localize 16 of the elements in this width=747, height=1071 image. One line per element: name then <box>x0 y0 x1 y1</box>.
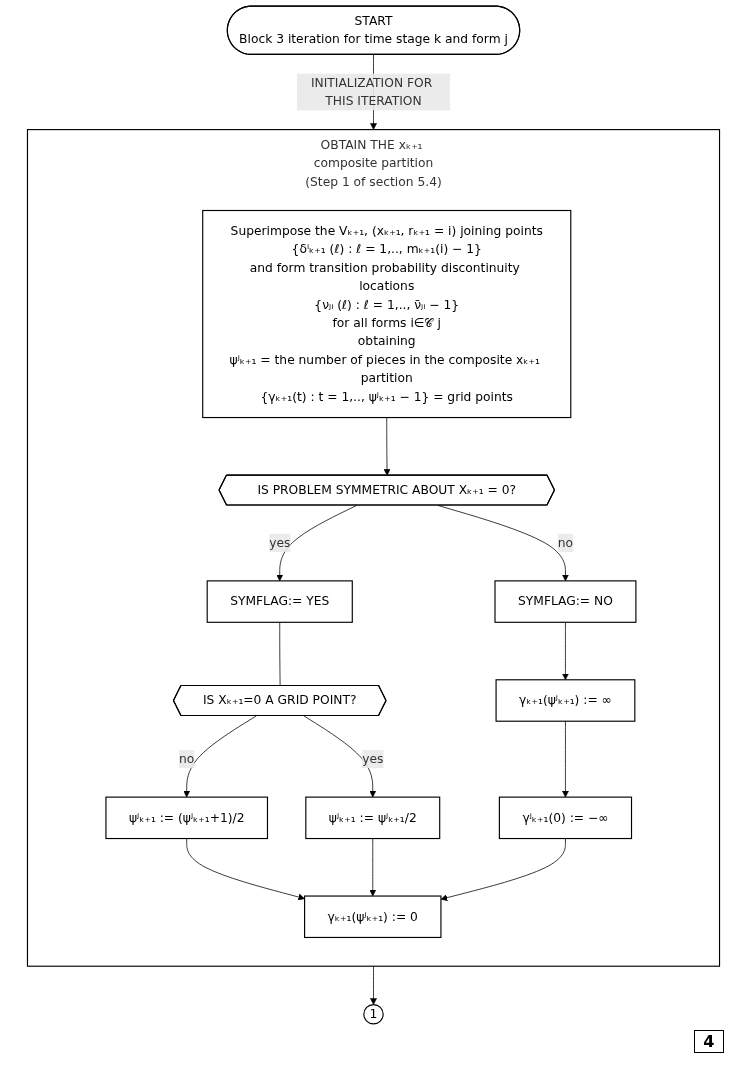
node-box: ψʲₖ₊₁ := (ψʲₖ₊₁+1)/2 <box>105 796 269 840</box>
edge-label: yes <box>269 535 291 550</box>
node-box: Superimpose the Vₖ₊₁, (xₖ₊₁, rₖ₊₁ = i) joining points {δⁱₖ₊₁ (ℓ) : ℓ = 1,.., mₖ₊₁(i) − 1} and form transition probability discontinuity locations {νⱼᵢ (ℓ) : ℓ = 1,.., ν̄ⱼᵢ − 1} for all forms i∈𝒞 j obtaining ψʲₖ₊₁ = the number of pieces in the composite xₖ₊₁ partition {γₖ₊₁(t) : t = 1,.., ψʲₖ₊₁ − 1} = grid points <box>202 209 572 419</box>
edge-label: yes <box>362 751 384 767</box>
edge-label: INITIALIZATION FOR THIS ITERATION <box>310 75 433 109</box>
node-box: γʲₖ₊₁(0) := −∞ <box>498 796 633 840</box>
node-box: γₖ₊₁(ψʲₖ₊₁) := ∞ <box>495 679 636 722</box>
edge-label: no <box>557 535 574 550</box>
connector <box>279 621 281 687</box>
node-circle: 1 <box>363 1003 384 1025</box>
node-box: γₖ₊₁(ψʲₖ₊₁) := 0 <box>304 895 442 939</box>
node-box: SYMFLAG:= YES <box>206 580 353 623</box>
node-box: SYMFLAG:= NO <box>494 580 637 623</box>
edge-label: no <box>179 751 195 767</box>
node-box: ψʲₖ₊₁ := ψʲₖ₊₁/2 <box>305 796 441 840</box>
page-number-label: 4 <box>694 1030 724 1053</box>
